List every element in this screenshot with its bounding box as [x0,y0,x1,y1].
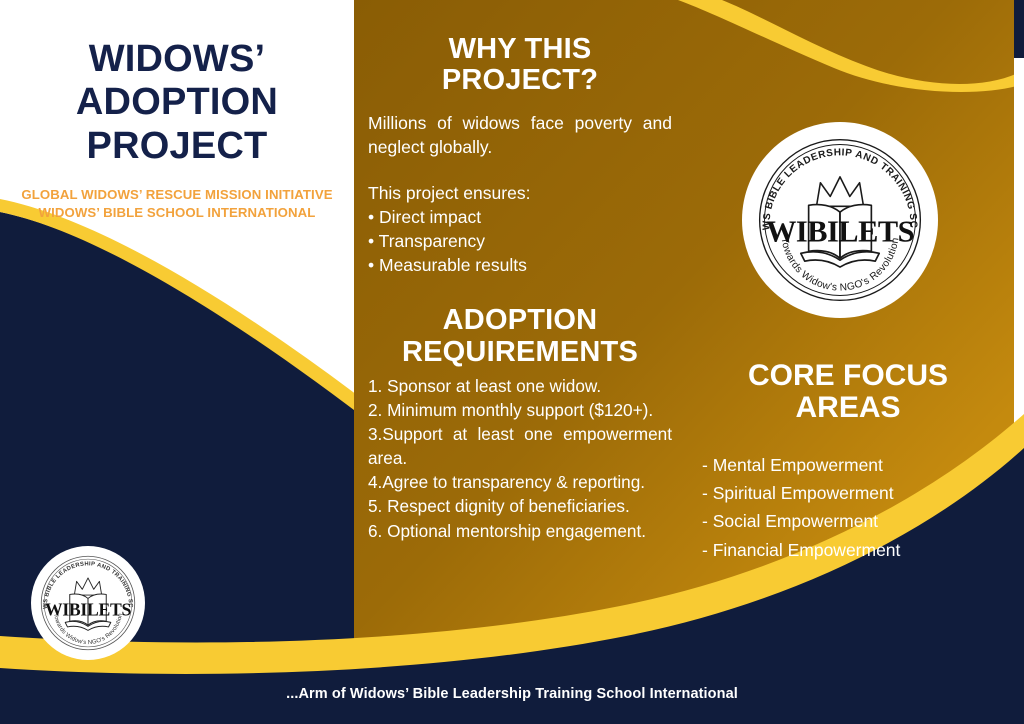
focus-section-heading: CORE FOCUS AREAS [747,359,948,425]
logo-icon: WIDOWS BIBLE LEADERSHIP AND TRAINING SCH… [742,122,938,318]
ensures-label: This project ensures: [368,182,531,203]
open-book-icon [64,593,112,631]
navy-left-curve [0,212,1024,724]
open-book-icon [799,203,881,268]
navy-bottom-strip [0,448,1024,724]
list-item: 2. Minimum monthly support ($120+). [368,400,654,421]
list-item: 4.Agree to transparency & reporting. [368,472,646,493]
logo-wordmark: WIBILETS [45,600,132,620]
list-item: 3.Support at least one empowerment area. [368,424,672,469]
page-subtitle: GLOBAL WIDOWS’ RESCUE MISSION INITIATIVE… [21,186,333,220]
list-item: - Mental Empowerment [702,454,883,475]
list-item: 6. Optional mentorship engagement. [368,520,647,541]
logo-icon: WIDOWS BIBLE LEADERSHIP AND TRAINING SCH… [31,546,145,660]
crown-icon [815,176,865,208]
wibilets-logo-main: WIDOWS BIBLE LEADERSHIP AND TRAINING SCH… [742,122,938,318]
logo-outer-ring [758,138,922,302]
list-item: • Direct impact [368,207,482,228]
page-title: WIDOWS’ ADOPTION PROJECT [75,38,279,167]
spacer [368,159,672,181]
logo-inner-ring [764,144,916,296]
requirements-section-heading: ADOPTION REQUIREMENTS [401,304,639,368]
yellow-top-right-band [678,0,1024,92]
list-item: - Social Empowerment [702,511,879,532]
why-section-heading: WHY THIS PROJECT? [441,33,599,97]
list-item: • Transparency [368,231,486,252]
yellow-left-curve-band [0,199,1024,724]
list-item: 1. Sponsor at least one widow. [368,376,602,397]
footer-tagline: ...Arm of Widows’ Bible Leadership Train… [286,686,738,702]
main-content-column: WHY THIS PROJECT? Millions of widows fac… [354,0,688,724]
ensures-list: • Direct impact • Transparency • Measura… [368,205,672,277]
logo-wordmark: WIBILETS [766,215,914,249]
crown-icon [73,577,103,596]
logo-outer-ring [40,555,136,651]
requirements-list: 1. Sponsor at least one widow. 2. Minimu… [368,374,672,543]
focus-list: - Mental Empowerment - Spiritual Empower… [698,451,998,564]
list-item: - Spiritual Empowerment [702,483,894,504]
title-column: WIDOWS’ ADOPTION PROJECT GLOBAL WIDOWS’ … [0,38,354,222]
wibilets-logo-small: WIDOWS BIBLE LEADERSHIP AND TRAINING SCH… [31,546,145,660]
list-item: - Financial Empowerment [702,539,901,560]
list-item: 5. Respect dignity of beneficiaries. [368,496,630,517]
logo-inner-ring [43,558,133,648]
why-section-intro: Millions of widows face poverty and negl… [368,112,672,157]
focus-column: CORE FOCUS AREAS - Mental Empowerment - … [688,359,1008,564]
list-item: • Measurable results [368,255,527,276]
